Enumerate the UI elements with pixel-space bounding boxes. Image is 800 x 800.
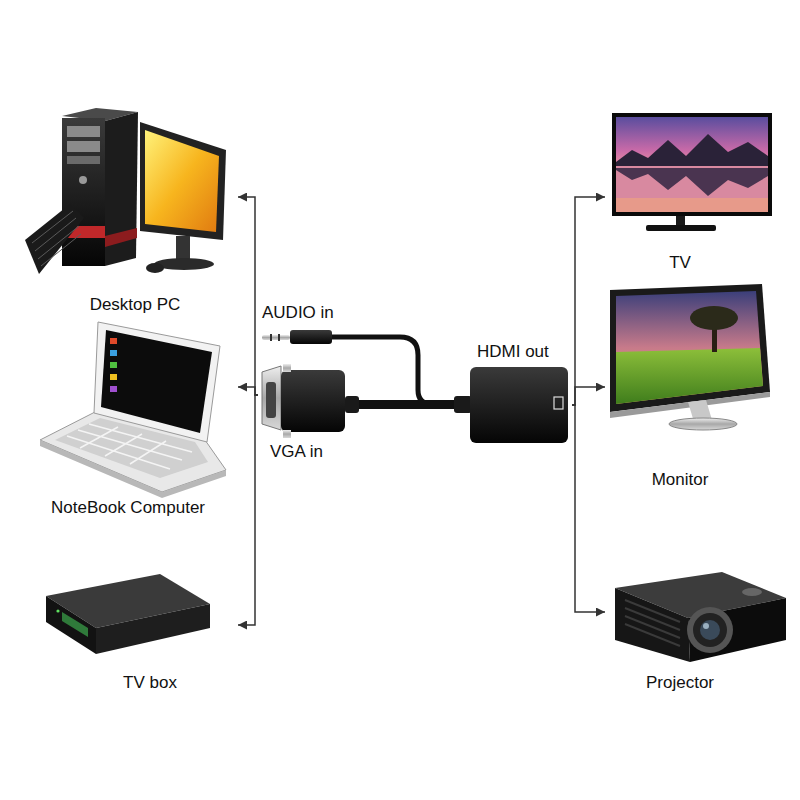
notebook-picture (40, 322, 226, 498)
notebook-picture (110, 374, 117, 380)
monitor-picture (616, 348, 763, 404)
tv-picture (616, 166, 768, 212)
device-caption: NoteBook Computer (51, 498, 205, 518)
device-caption: Desktop PC (90, 295, 181, 315)
projector-picture (625, 600, 680, 646)
device-box: Desktop PC (15, 95, 238, 320)
desktop-pc-picture (145, 130, 219, 232)
desktop-pc-picture (176, 236, 190, 260)
desktop-pc-picture (67, 126, 100, 137)
adapter-picture (283, 430, 291, 438)
projector-picture (688, 598, 786, 662)
connector-arrow (572, 197, 605, 405)
projector-picture (703, 623, 709, 629)
desktop-pc-picture (146, 263, 164, 273)
desktop-pc-picture (140, 122, 226, 240)
desktop-pc-picture (67, 156, 100, 164)
adapter-picture (270, 334, 272, 341)
desktop-pc-picture (32, 211, 81, 266)
notebook-picture (94, 322, 220, 442)
adapter-picture (345, 396, 359, 413)
adapter-picture (262, 335, 290, 340)
projector-picture (687, 607, 733, 653)
tv-picture (676, 216, 685, 226)
tv-box-picture (96, 604, 210, 654)
device-box: TV box (15, 565, 238, 700)
device-box: TV (605, 105, 790, 275)
notebook-picture (40, 440, 226, 498)
adapter-box: AUDIO in VGA in HDMI out (258, 298, 572, 470)
tv-box-picture (46, 596, 96, 654)
tv-picture (612, 113, 772, 216)
tv-box-picture (62, 612, 88, 637)
tv-box-picture (46, 574, 210, 654)
notebook-picture (110, 338, 117, 344)
adapter-picture (262, 330, 568, 443)
desktop-pc-picture (25, 108, 226, 274)
notebook-picture (101, 330, 212, 433)
connector-arrow (238, 387, 258, 395)
device-box: NoteBook Computer (15, 322, 238, 522)
device-box: Monitor (605, 280, 790, 495)
projector-picture (615, 588, 690, 662)
projector-picture (693, 613, 727, 647)
tv-picture (616, 117, 768, 212)
projector-picture (700, 620, 720, 640)
notebook-picture (110, 386, 117, 392)
desktop-pc-picture (79, 176, 87, 184)
adapter-picture (554, 397, 563, 409)
adapter-picture (290, 330, 332, 344)
adapter-picture (262, 366, 281, 430)
device-caption: Projector (646, 673, 714, 693)
tv-box-picture (56, 609, 59, 612)
monitor-picture (610, 284, 770, 430)
desktop-pc-picture (67, 141, 100, 152)
connector-arrow (572, 405, 605, 612)
monitor-picture (616, 291, 763, 404)
device-caption: TV box (123, 673, 177, 693)
tv-picture (616, 168, 768, 196)
projector-picture (742, 588, 762, 596)
notebook-picture (110, 362, 117, 368)
monitor-picture (690, 306, 738, 330)
adapter-picture (470, 367, 568, 443)
monitor-picture (610, 284, 770, 412)
device-caption: Monitor (652, 470, 709, 490)
adapter-picture (278, 334, 280, 341)
tv-picture (612, 113, 772, 231)
adapter-picture (330, 337, 470, 404)
desktop-pc-picture (25, 204, 84, 274)
projector-picture (615, 572, 786, 662)
notebook-picture (110, 350, 117, 356)
port-label: AUDIO in (262, 303, 334, 323)
desktop-pc-picture (105, 228, 137, 247)
connector-arrow (238, 197, 258, 395)
tv-picture (646, 225, 716, 231)
adapter-picture (454, 396, 472, 413)
adapter-picture (266, 382, 276, 418)
tv-picture (616, 134, 768, 166)
adapter-picture (345, 400, 470, 409)
device-box: Projector (605, 560, 790, 700)
tv-picture (616, 198, 768, 212)
device-caption: TV (669, 253, 691, 273)
adapter-picture (283, 364, 291, 372)
adapter-picture (281, 370, 345, 432)
connector-arrow (572, 387, 605, 405)
port-label: HDMI out (477, 342, 549, 362)
desktop-pc-picture (105, 112, 138, 266)
connector-arrow (238, 395, 258, 625)
monitor-picture (669, 418, 737, 430)
port-label: VGA in (270, 442, 323, 462)
